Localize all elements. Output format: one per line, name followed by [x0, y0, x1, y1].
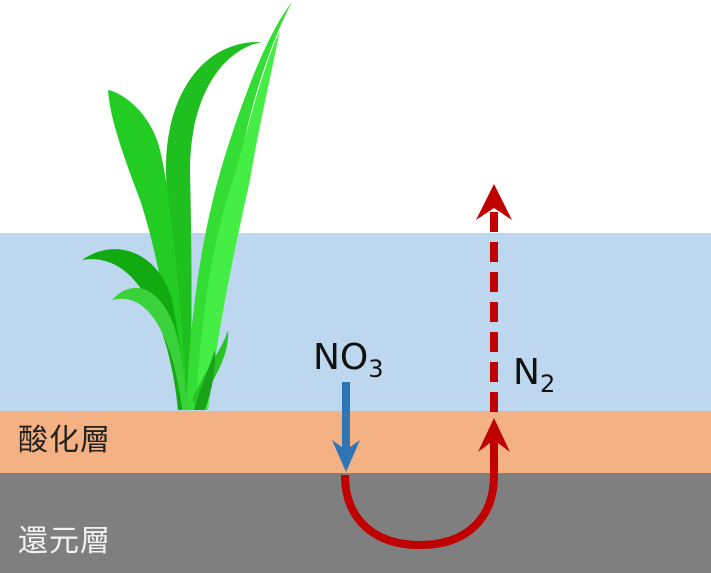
nitrate-label: NO3	[313, 337, 384, 383]
nitrogen-release-arrow	[476, 184, 512, 412]
denitrification-arrow	[341, 418, 510, 550]
oxidized-layer-label: 酸化層	[18, 423, 111, 458]
reduced-layer-label: 還元層	[18, 524, 111, 559]
rice-plant-icon	[82, 2, 292, 410]
nitrate-arrow	[332, 382, 360, 472]
reduced-layer	[0, 473, 711, 573]
oxidized-layer	[0, 411, 711, 473]
nitrogen-label: N2	[513, 352, 556, 398]
